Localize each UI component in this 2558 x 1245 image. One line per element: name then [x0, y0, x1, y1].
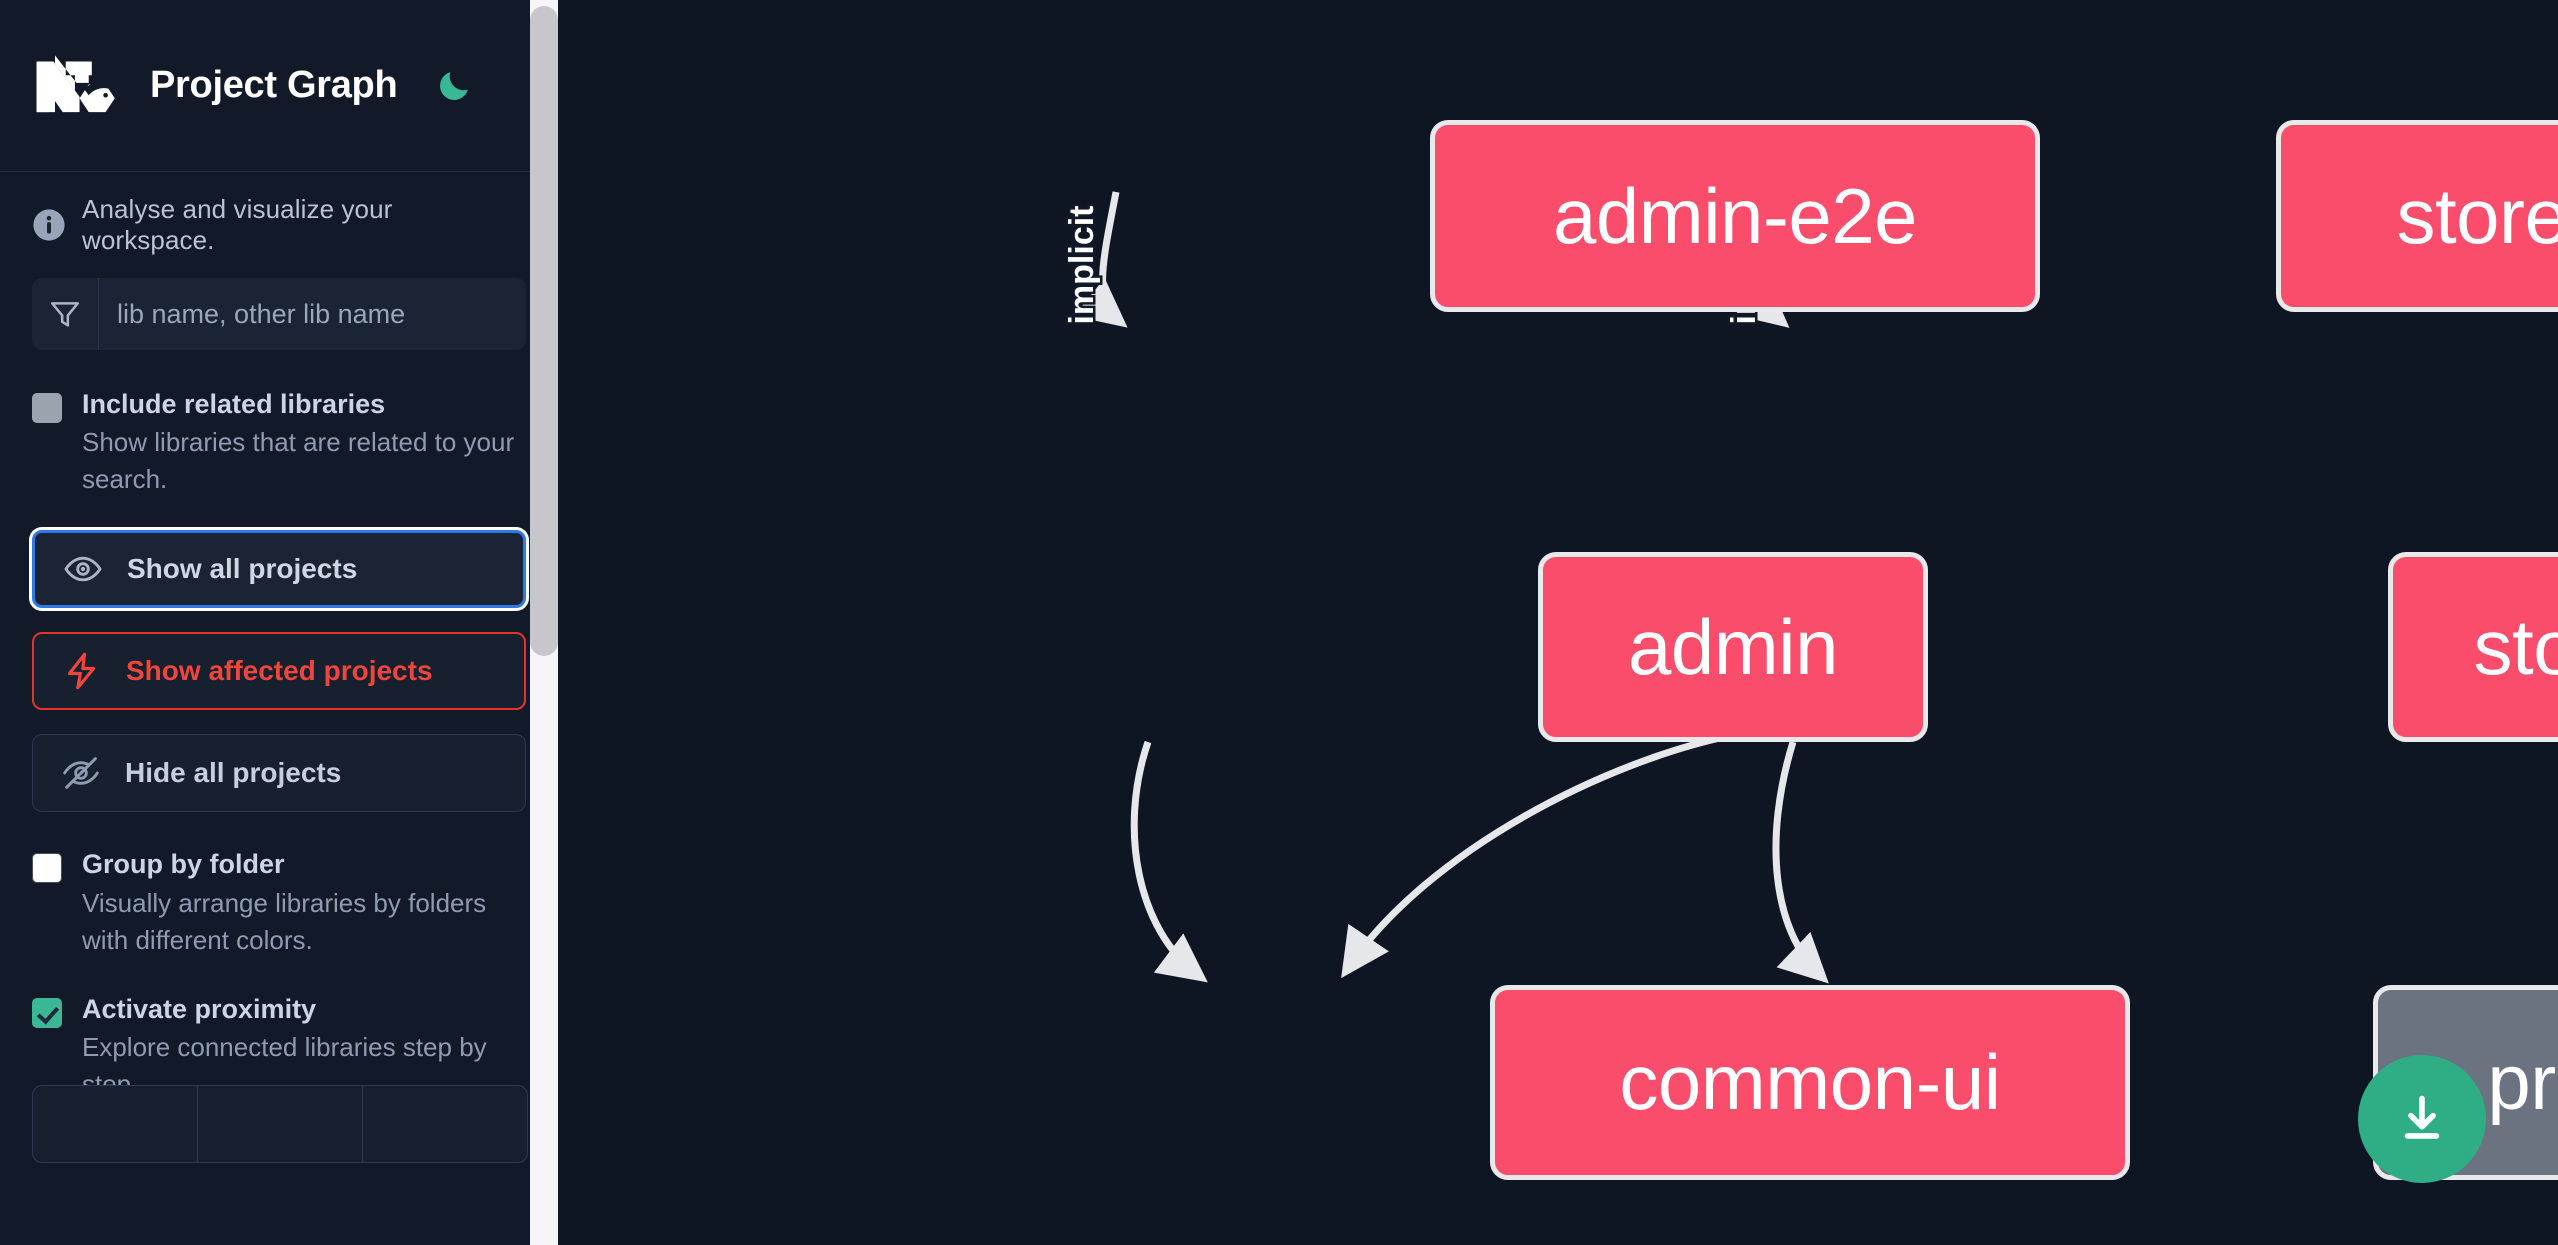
eye-icon [64, 556, 102, 582]
edge-label-text: implicit [1063, 205, 1101, 324]
include-related-libraries-label: Include related libraries [82, 389, 386, 419]
graph-node-label: admin-e2e [1552, 171, 1918, 260]
project-visibility-actions: Show all projects Show affected projects… [32, 530, 526, 813]
activate-proximity-checkbox[interactable] [32, 997, 62, 1028]
filter-funnel-icon [50, 302, 80, 327]
show-all-projects-button[interactable]: Show all projects [32, 530, 526, 609]
proximity-segmented-control[interactable] [32, 1084, 528, 1163]
app-title: Project Graph [150, 64, 398, 106]
graph-node-label: store-e2e [2396, 171, 2558, 260]
sidebar-scrollbar-thumb[interactable] [530, 6, 558, 656]
edge-admin-e2e-to-admin [1074, 191, 1128, 328]
graph-node-common-ui[interactable]: common-ui [1490, 985, 2130, 1180]
tagline-text: Analyse and visualize your workspace. [82, 194, 393, 255]
include-related-libraries-checkbox[interactable] [32, 393, 62, 423]
option-group-by-folder[interactable]: Group by folder Visually arrange librari… [32, 846, 526, 958]
download-icon [2404, 1095, 2440, 1139]
sidebar-body: Analyse and visualize your workspace. In… [0, 172, 558, 1163]
sidebar: Project Graph Analyse and visualize your… [0, 0, 558, 1245]
graph-node-label: store [2473, 602, 2558, 691]
lightning-bolt-icon [67, 653, 96, 690]
activate-proximity-label: Activate proximity [82, 993, 317, 1024]
info-icon [33, 209, 65, 241]
graph-node-admin-e2e[interactable]: admin-e2e [1430, 120, 2040, 312]
graph-node-store[interactable]: store [2388, 552, 2558, 742]
show-affected-projects-label: Show affected projects [126, 655, 433, 687]
edge-store-to-products [1772, 740, 1829, 984]
group-by-folder-checkbox[interactable] [32, 853, 62, 884]
eye-slash-icon [63, 757, 99, 790]
hide-all-projects-button[interactable]: Hide all projects [32, 734, 526, 813]
edge-admin-to-common-ui [1130, 740, 1208, 983]
show-all-projects-label: Show all projects [127, 553, 358, 585]
moon-icon [440, 71, 469, 100]
sidebar-header: Project Graph [0, 0, 558, 172]
graph-node-label: admin [1628, 602, 1838, 691]
proximity-segment-1[interactable] [33, 1085, 198, 1162]
graph-node-store-e2e[interactable]: store-e2e [2276, 120, 2558, 312]
search-input[interactable] [99, 278, 526, 350]
graph-canvas[interactable]: implicit implicit admin-e2e store-e2e ad… [558, 0, 2558, 1245]
option-include-related-libraries[interactable]: Include related libraries Show libraries… [32, 386, 526, 498]
group-by-folder-description: Visually arrange libraries by folders wi… [82, 887, 487, 955]
edge-store-to-common-ui [1341, 731, 1735, 979]
download-image-button[interactable] [2358, 1055, 2486, 1183]
proximity-segment-3[interactable] [363, 1086, 527, 1162]
edge-label-admin-e2e-implicit: implicit [1061, 203, 1104, 327]
include-related-libraries-description: Show libraries that are related to your … [82, 427, 515, 495]
tagline-row: Analyse and visualize your workspace. [32, 172, 526, 278]
theme-toggle-button[interactable] [431, 63, 477, 109]
graph-node-label: products [2487, 1038, 2558, 1126]
group-by-folder-label: Group by folder [82, 849, 285, 880]
graph-node-label: common-ui [1619, 1038, 2001, 1126]
show-affected-projects-button[interactable]: Show affected projects [32, 632, 526, 711]
filter-icon-wrap [32, 278, 99, 350]
graph-node-admin[interactable]: admin [1538, 552, 1928, 742]
proximity-segment-2[interactable] [198, 1085, 363, 1162]
filter-box[interactable] [32, 278, 526, 350]
nx-logo [32, 54, 124, 117]
sidebar-scrollbar-track[interactable] [530, 0, 558, 1245]
hide-all-projects-label: Hide all projects [125, 757, 342, 789]
